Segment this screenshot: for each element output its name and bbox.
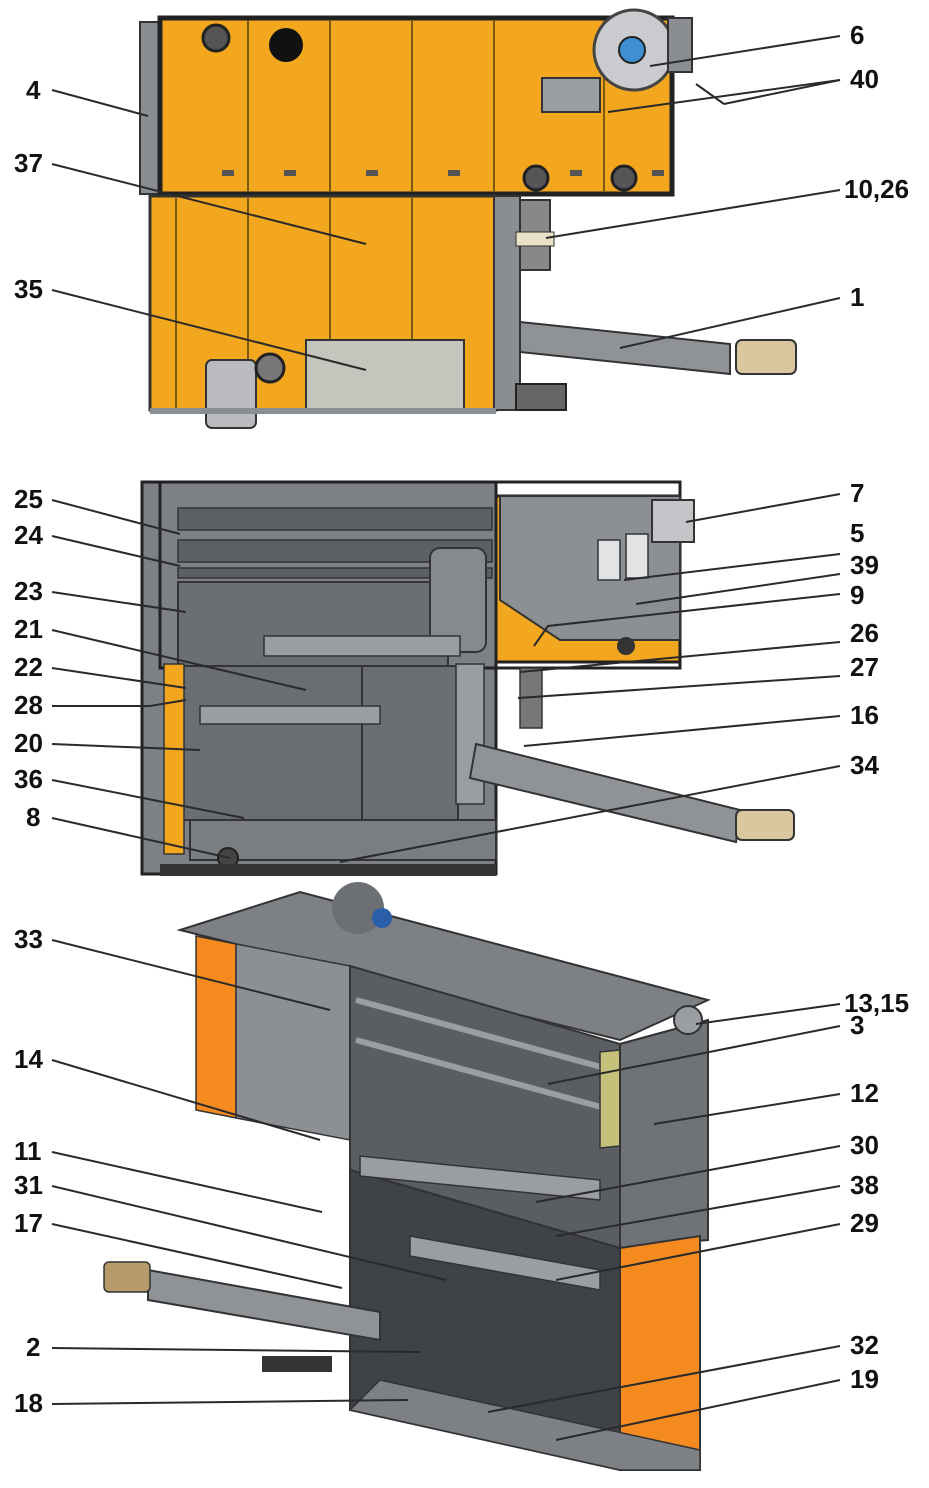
upper-baffle (359, 1155, 601, 1201)
label-38: 38 (850, 1170, 879, 1200)
boiler-section-view (140, 480, 795, 876)
ash-auger (189, 819, 497, 861)
label-22: 22 (14, 652, 43, 682)
label-1: 1 (850, 282, 865, 312)
label-13-15: 13,15 (844, 988, 910, 1018)
label-20: 20 (14, 728, 43, 758)
label-25: 25 (14, 484, 43, 514)
cyclone-right (625, 533, 649, 579)
label-21: 21 (14, 614, 43, 644)
label-29: 29 (850, 1208, 879, 1238)
combustion-chamber-lower (177, 665, 459, 821)
label-28: 28 (14, 690, 43, 720)
label-10-26: 10,26 (844, 174, 910, 204)
bottom-port (610, 164, 638, 192)
label-5: 5 (850, 518, 865, 548)
flue-outlet (651, 499, 695, 543)
cyclone-left (597, 539, 621, 581)
label-36: 36 (14, 764, 43, 794)
leader-lines (51, 35, 841, 1441)
label-24: 24 (14, 520, 43, 550)
label-14: 14 (14, 1044, 43, 1074)
ash-door (305, 339, 465, 411)
boiler-exterior-view (139, 8, 797, 429)
top-valve (201, 23, 231, 53)
label-27: 27 (850, 652, 879, 682)
label-11: 11 (14, 1136, 42, 1166)
label-26: 26 (850, 618, 879, 648)
label-3: 3 (850, 1010, 865, 1040)
label-40: 40 (850, 64, 879, 94)
auger-motor (735, 339, 797, 375)
cutaway-floor (348, 1379, 701, 1471)
cutaway-left-orange (195, 935, 237, 1119)
label-31: 31 (14, 1170, 43, 1200)
inspection-port (269, 28, 303, 62)
right-flange (673, 1005, 703, 1035)
label-37: 37 (14, 148, 43, 178)
refractory-row-top (263, 635, 461, 657)
label-2: 2 (26, 1332, 41, 1362)
label-4: 4 (26, 75, 41, 105)
boiler-cutaway-view (103, 882, 711, 1472)
label-34: 34 (850, 750, 879, 780)
feed-auger-section (468, 742, 742, 844)
label-6: 6 (850, 20, 865, 50)
label-39: 39 (850, 550, 879, 580)
label-23: 23 (14, 576, 43, 606)
label-30: 30 (850, 1130, 879, 1160)
ash-bin (205, 359, 257, 429)
combustion-chamber-upper (177, 581, 449, 673)
label-32: 32 (850, 1330, 879, 1360)
label-16: 16 (850, 700, 879, 730)
feed-auger (519, 320, 731, 376)
motor-blue (372, 908, 392, 928)
label-35: 35 (14, 274, 43, 304)
side-valve (522, 164, 550, 192)
right-side-panel (493, 195, 521, 411)
label-17: 17 (14, 1208, 43, 1238)
label-8: 8 (26, 802, 41, 832)
label-9: 9 (850, 580, 865, 610)
lower-baffle (409, 1235, 601, 1291)
label-18: 18 (14, 1388, 43, 1418)
label-7: 7 (850, 478, 865, 508)
label-12: 12 (850, 1078, 879, 1108)
label-33: 33 (14, 924, 43, 954)
side-feed-auger (147, 1268, 381, 1342)
fan-motor (618, 36, 646, 64)
fan-outlet (541, 77, 601, 113)
label-19: 19 (850, 1364, 879, 1394)
